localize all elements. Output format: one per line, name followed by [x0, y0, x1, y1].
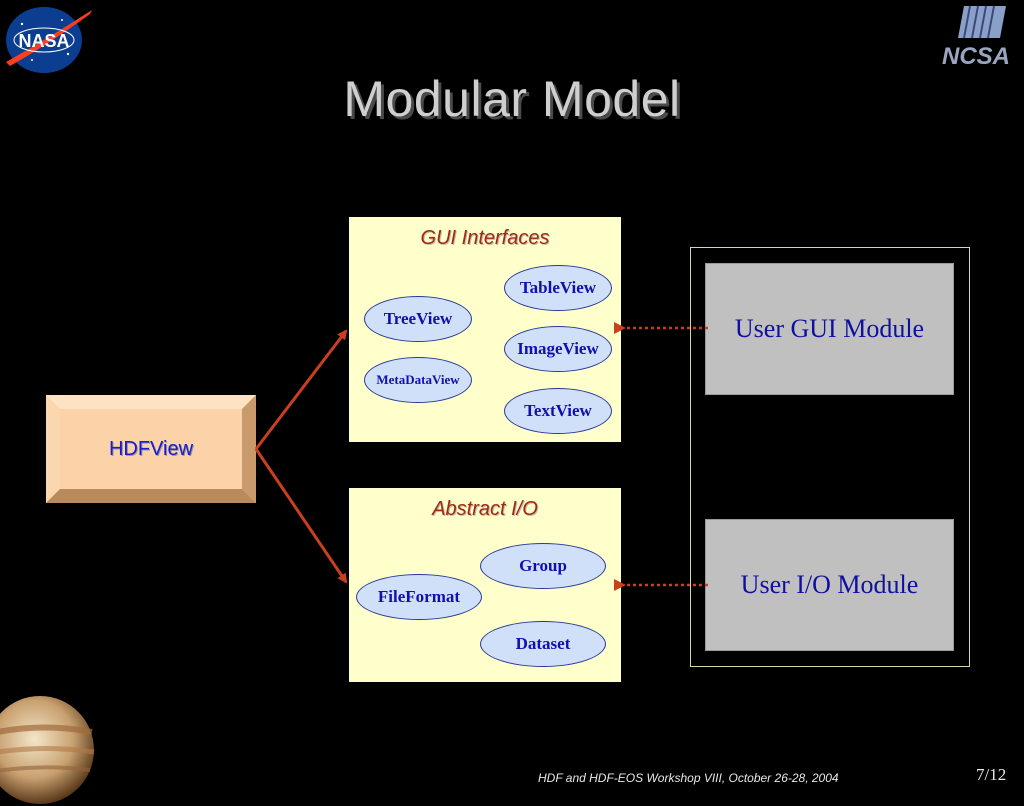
hdfview-face: HDFView [60, 409, 242, 489]
user-io-module-box: User I/O Module [705, 519, 954, 651]
textview-oval: TextView [504, 388, 612, 434]
jupiter-planet-image [0, 696, 95, 804]
ncsa-logo: NCSA [942, 5, 1010, 70]
hdfview-box: HDFView [46, 395, 256, 503]
tableview-oval: TableView [504, 265, 612, 311]
fileformat-oval: FileFormat [356, 574, 482, 620]
footer-text: HDF and HDF-EOS Workshop VIII, October 2… [538, 771, 839, 785]
arrow-to-gui-panel [254, 329, 348, 450]
user-gui-module-box: User GUI Module [705, 263, 954, 395]
dataset-oval: Dataset [480, 621, 606, 667]
nasa-logo: NASA [6, 7, 92, 73]
group-oval: Group [480, 543, 606, 589]
bevel-frame [46, 395, 256, 503]
user-modules-container [690, 247, 970, 667]
metadataview-oval: MetaDataView [364, 357, 472, 403]
abstract-io-panel: Abstract I/O Group FileFormat Dataset [349, 488, 621, 682]
page-number: 7/12 [976, 765, 1007, 784]
hdfview-label: HDFView [108, 437, 194, 460]
imageview-oval: ImageView [504, 326, 612, 372]
slide-title: Modular Model [343, 71, 681, 127]
gui-interfaces-panel: GUI Interfaces TableView TreeView ImageV… [349, 217, 621, 442]
svg-text:NCSA: NCSA [942, 43, 1010, 70]
svg-text:NASA: NASA [18, 31, 69, 51]
gui-panel-title: GUI Interfaces [420, 227, 550, 249]
treeview-oval: TreeView [364, 296, 472, 342]
io-panel-title: Abstract I/O [432, 498, 538, 520]
arrow-to-io-panel [254, 448, 348, 584]
